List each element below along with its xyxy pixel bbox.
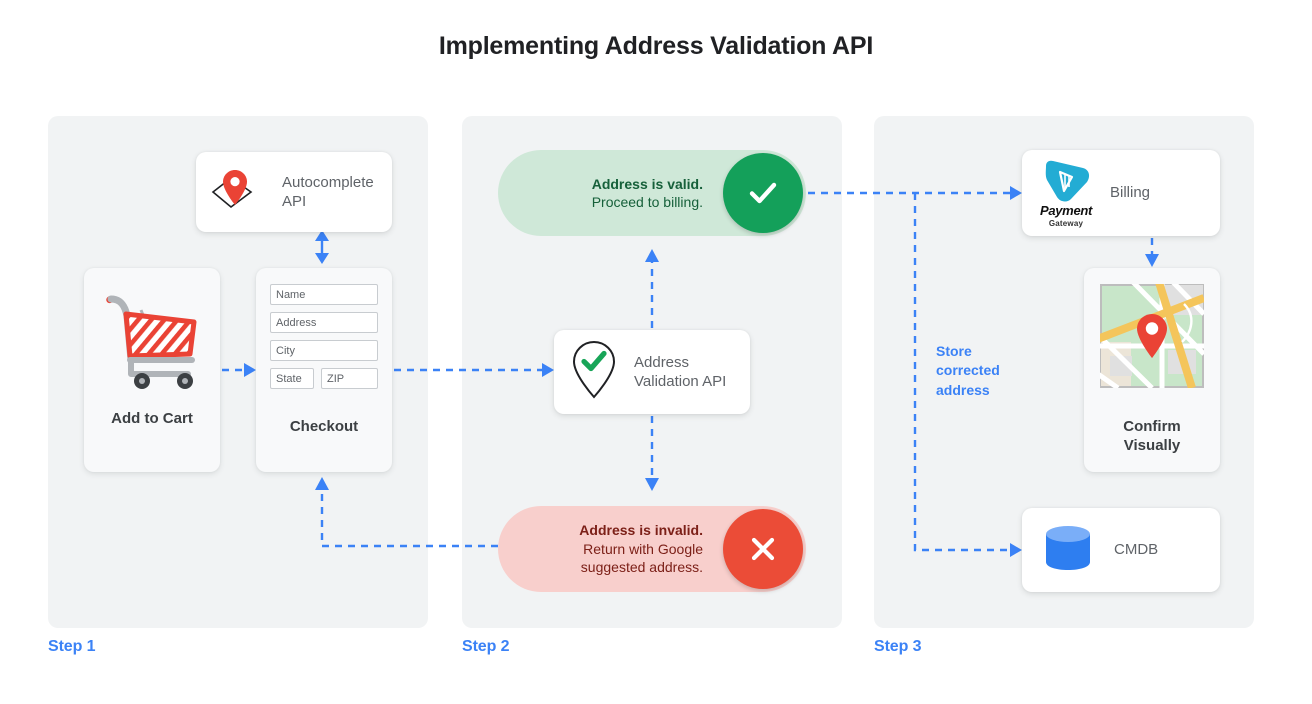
state-field[interactable]: State xyxy=(270,368,314,389)
page-title: Implementing Address Validation API xyxy=(438,32,874,60)
autocomplete-api-label: Autocomplete API xyxy=(282,173,374,211)
address-valid-text: Address is valid. Proceed to billing. xyxy=(498,175,723,212)
address-invalid-banner: Address is invalid. Return with Google s… xyxy=(498,506,806,592)
store-corrected-address-note: Store corrected address xyxy=(936,343,1000,398)
payment-gateway-icon: Payment Gateway xyxy=(1038,158,1094,228)
billing-card[interactable]: Payment Gateway Billing xyxy=(1022,150,1220,236)
map-pin-diamond-icon xyxy=(210,164,268,221)
pin-check-icon xyxy=(570,339,618,406)
name-field[interactable]: Name xyxy=(270,284,378,305)
address-validation-api-label: Address Validation API xyxy=(634,353,727,391)
add-to-cart-card[interactable]: Add to Cart xyxy=(84,268,220,472)
address-invalid-line1: Address is invalid. xyxy=(579,522,703,539)
confirm-visually-card[interactable]: Confirm Visually xyxy=(1084,268,1220,472)
address-valid-line1: Address is valid. xyxy=(591,175,703,192)
checkout-card[interactable]: Name Address City State ZIP Checkout xyxy=(256,268,392,472)
payment-gateway-logo-text: Payment xyxy=(1039,203,1093,218)
checkout-label: Checkout xyxy=(289,418,359,435)
address-validation-api-card[interactable]: Address Validation API xyxy=(554,330,750,414)
close-icon xyxy=(723,509,803,589)
cmdb-card[interactable]: CMDB xyxy=(1022,508,1220,592)
database-icon xyxy=(1042,522,1094,579)
payment-gateway-logo-sub: Gateway xyxy=(1048,219,1084,228)
cmdb-label: CMDB xyxy=(1114,541,1159,559)
address-invalid-text: Address is invalid. Return with Google s… xyxy=(498,521,723,576)
step-3-label: Step 3 xyxy=(874,638,922,655)
shopping-cart-icon xyxy=(84,284,220,392)
address-valid-line2: Proceed to billing. xyxy=(591,194,703,210)
check-icon xyxy=(723,153,803,233)
step-2-label: Step 2 xyxy=(462,638,510,655)
autocomplete-api-card[interactable]: Autocomplete API xyxy=(196,152,392,232)
address-invalid-line2: Return with Google suggested address. xyxy=(580,540,703,576)
address-field[interactable]: Address xyxy=(270,312,378,333)
zip-field[interactable]: ZIP xyxy=(321,368,378,389)
add-to-cart-label: Add to Cart xyxy=(111,410,193,427)
checkout-form: Name Address City State ZIP xyxy=(270,284,378,389)
state-zip-row: State ZIP xyxy=(270,368,378,389)
city-field[interactable]: City xyxy=(270,340,378,361)
map-thumbnail-icon xyxy=(1084,284,1220,388)
confirm-visually-label: Confirm Visually xyxy=(1123,418,1181,454)
address-valid-banner: Address is valid. Proceed to billing. xyxy=(498,150,806,236)
billing-label: Billing xyxy=(1110,184,1151,202)
step-1-label: Step 1 xyxy=(48,638,96,655)
